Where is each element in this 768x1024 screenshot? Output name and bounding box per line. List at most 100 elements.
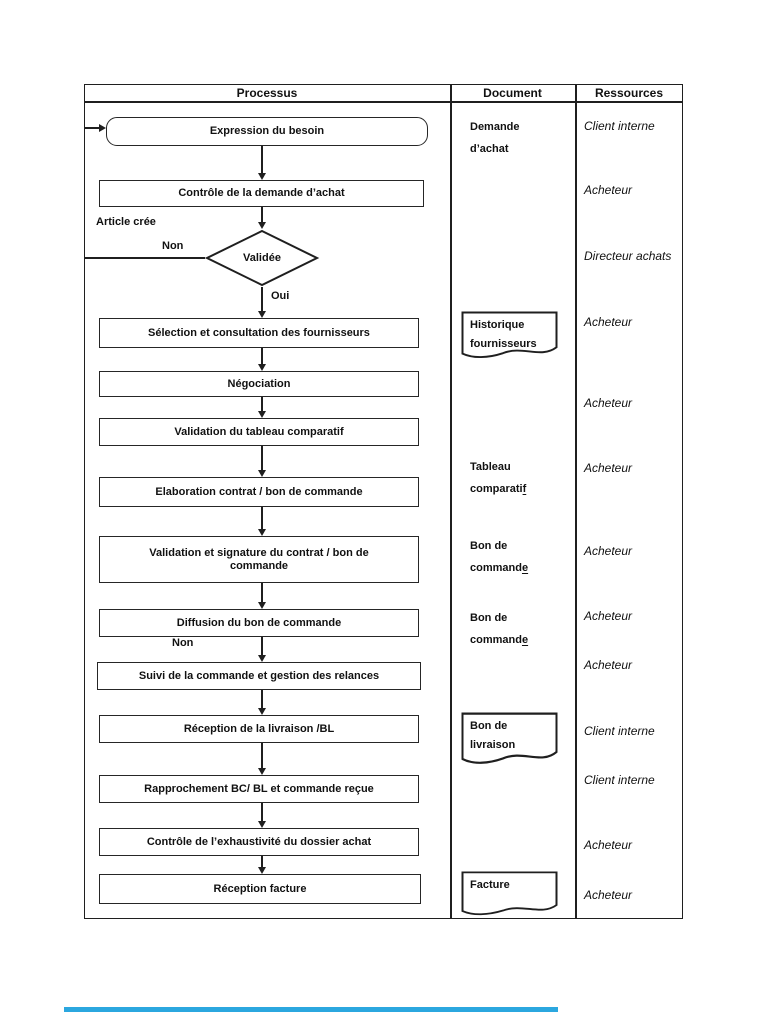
connector-line — [261, 446, 263, 471]
document-shape — [461, 871, 558, 916]
process-step-label: Expression du besoin — [209, 125, 325, 137]
process-step-controle-de-la-demande-d-achat: Contrôle de la demande d’achat — [99, 180, 424, 207]
header-row-divider — [84, 101, 683, 103]
decision-validee: Validée — [204, 229, 320, 287]
arrow-down-icon — [257, 364, 266, 371]
process-step-reception-de-la-livraison-bl: Réception de la livraison /BL — [99, 715, 419, 743]
document-label-demande-d-achat: Demande d’achat — [470, 116, 520, 160]
arrow-down-icon — [257, 655, 266, 662]
arrow-down-icon — [257, 768, 266, 775]
arrow-right-icon — [99, 123, 106, 132]
resource-label-acheteur-5: Acheteur — [584, 461, 633, 475]
process-step-label: Validation du tableau comparatif — [174, 425, 344, 438]
process-step-reception-facture: Réception facture — [99, 874, 421, 904]
flow-label-article-cree-0: Article crée — [96, 216, 156, 228]
resource-label-acheteur-7: Acheteur — [584, 609, 633, 623]
document-shape — [461, 712, 558, 764]
document-shape — [461, 311, 558, 359]
resource-label-client-interne-10: Client interne — [584, 773, 655, 787]
arrow-down-icon — [257, 173, 266, 180]
document-line: commande — [470, 634, 529, 646]
connector-line — [261, 348, 263, 365]
table-border — [84, 84, 683, 919]
process-step-label: Sélection et consultation des fournisseu… — [148, 326, 370, 339]
connector-line — [261, 507, 263, 530]
process-step-label: Suivi de la commande et gestion des rela… — [138, 669, 380, 682]
underlined-character: e — [521, 562, 529, 574]
no-branch-line — [84, 257, 205, 259]
arrow-down-icon — [257, 867, 266, 874]
document-label-bon-de-commande: Bon de commande — [470, 607, 528, 651]
process-step-label: Elaboration contrat / bon de commande — [155, 485, 363, 498]
document-line: Tableau — [470, 461, 511, 473]
process-step-label: Validation et signature du contrat / bon… — [149, 546, 369, 559]
document-label-bon-de-commande: Bon de commande — [470, 535, 528, 579]
document-symbol-text: Bon de livraison — [470, 717, 515, 755]
connector-line — [261, 743, 263, 769]
page-progress-bar — [64, 1007, 558, 1012]
connector-line — [261, 856, 263, 868]
connector-line — [261, 583, 263, 603]
process-step-elaboration-contrat-bon-de-commande: Elaboration contrat / bon de commande — [99, 477, 419, 507]
connector-line — [261, 637, 263, 656]
document-symbol-facture: Facture — [461, 871, 558, 917]
process-step-validation-du-tableau-comparatif: Validation du tableau comparatif — [99, 418, 419, 446]
resource-label-acheteur-8: Acheteur — [584, 658, 633, 672]
document-line: Facture — [470, 879, 510, 891]
process-step-label: Contrôle de l’exhaustivité du dossier ac… — [146, 835, 372, 848]
process-step-validation-et-signature-du-contrat-bon-de-commande: Validation et signature du contrat / bon… — [99, 536, 419, 583]
diamond-shape — [204, 229, 320, 287]
decision-label: Validée — [243, 252, 281, 264]
document-line: fournisseurs — [470, 338, 537, 350]
document-line: commande — [470, 562, 529, 574]
column-header-ressources: Ressources — [594, 86, 664, 100]
document-line: Historique — [470, 319, 525, 331]
connector-line — [261, 690, 263, 709]
document-symbol-text: Facture — [470, 876, 510, 895]
process-step-diffusion-du-bon-de-commande: Diffusion du bon de commande — [99, 609, 419, 637]
process-step-expression-du-besoin: Expression du besoin — [106, 117, 428, 146]
connector-line — [261, 397, 263, 412]
column-divider-document-resources — [575, 84, 577, 918]
arrow-down-icon — [257, 311, 266, 318]
document-symbol-bon-de-livraison: Bon de livraison — [461, 712, 558, 766]
resource-label-acheteur-11: Acheteur — [584, 838, 633, 852]
document-symbol-historique-fournisseurs: Historique fournisseurs — [461, 311, 558, 360]
entry-line — [84, 127, 100, 129]
process-step-label: commande — [229, 559, 289, 572]
document-symbol-text: Historique fournisseurs — [470, 316, 537, 354]
document-label-tableau-comparatif: Tableau comparatif — [470, 456, 526, 500]
document-line: Demande — [470, 121, 520, 133]
connector-line — [261, 803, 263, 822]
document-line: Bon de — [470, 612, 508, 624]
document-line: Bon de — [470, 540, 508, 552]
underlined-character: f — [522, 483, 527, 495]
resource-label-directeur-achats-2: Directeur achats — [584, 249, 672, 263]
column-header-processus: Processus — [236, 86, 298, 100]
document-line: Bon de — [470, 720, 508, 732]
document-line: livraison — [470, 739, 516, 751]
flow-label-non-3: Non — [172, 637, 194, 649]
arrow-down-icon — [257, 470, 266, 477]
resource-label-acheteur-4: Acheteur — [584, 396, 633, 410]
resource-label-acheteur-6: Acheteur — [584, 544, 633, 558]
document-line: d’achat — [470, 143, 509, 155]
document-line: comparatif — [470, 483, 527, 495]
resource-label-client-interne-0: Client interne — [584, 119, 655, 133]
flow-label-non-1: Non — [162, 240, 184, 252]
connector-line — [261, 287, 263, 312]
underlined-character: e — [521, 634, 529, 646]
process-step-rapprochement-bc-bl-et-commande-recue: Rapprochement BC/ BL et commande reçue — [99, 775, 419, 803]
process-step-selection-et-consultation-des-fournisseurs: Sélection et consultation des fournisseu… — [99, 318, 419, 348]
arrow-down-icon — [257, 222, 266, 229]
arrow-down-icon — [257, 529, 266, 536]
column-header-document: Document — [483, 86, 542, 100]
arrow-down-icon — [257, 821, 266, 828]
process-step-controle-de-l-exhaustivite-du-dossier-achat: Contrôle de l’exhaustivité du dossier ac… — [99, 828, 419, 856]
process-step-negociation: Négociation — [99, 371, 419, 397]
resource-label-acheteur-1: Acheteur — [584, 183, 633, 197]
arrow-down-icon — [257, 708, 266, 715]
connector-line — [261, 207, 263, 223]
process-step-label: Diffusion du bon de commande — [176, 616, 342, 629]
process-step-label: Réception de la livraison /BL — [183, 722, 335, 735]
